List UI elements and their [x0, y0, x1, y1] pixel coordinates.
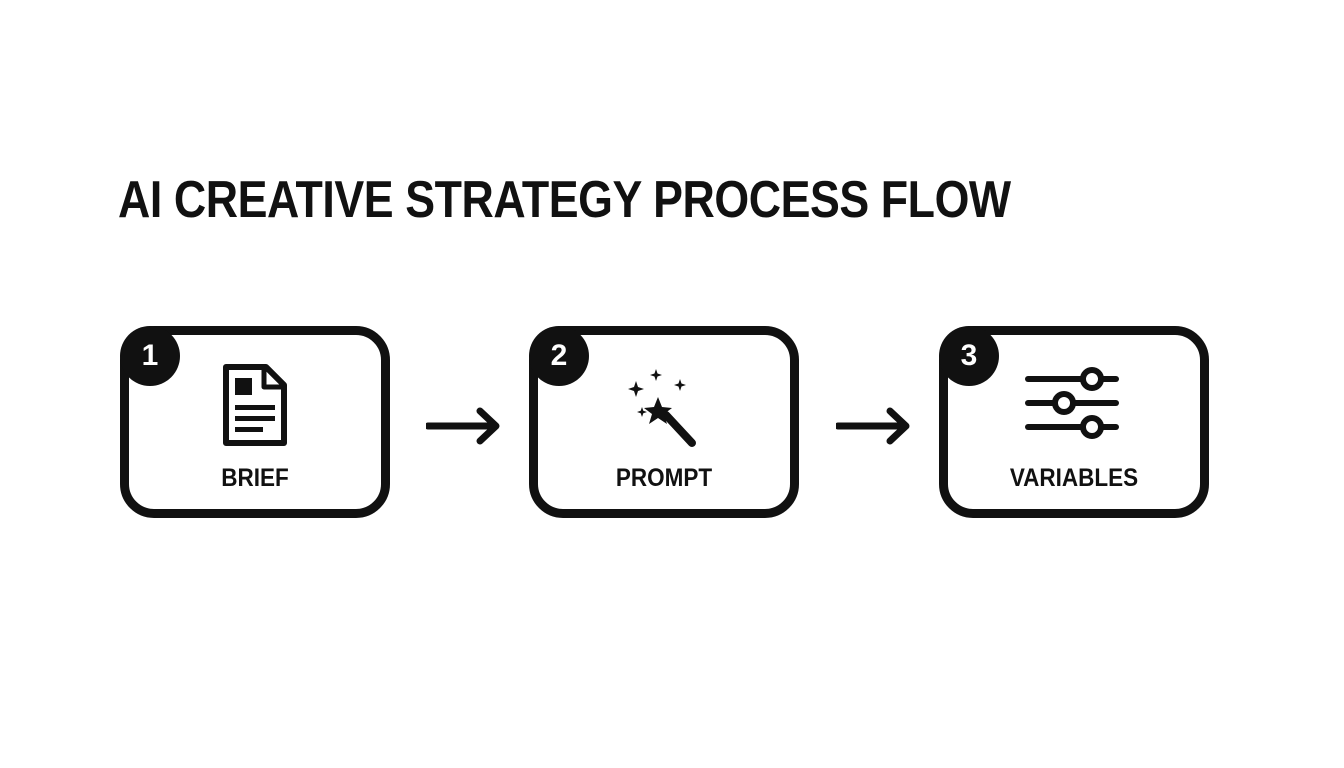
sliders-icon: [1025, 367, 1119, 439]
arrow-right-icon: [836, 407, 910, 445]
step-label: BRIEF: [221, 464, 289, 492]
step-number-badge: 2: [529, 326, 589, 386]
step-prompt: 2 PROMPT: [529, 326, 799, 518]
step-brief: 1 BRIEF: [120, 326, 390, 518]
document-icon: [223, 364, 287, 446]
diagram-title: AI CREATIVE STRATEGY PROCESS FLOW: [118, 171, 1011, 229]
arrow-right-icon: [426, 407, 500, 445]
step-number-badge: 3: [939, 326, 999, 386]
step-variables: 3 VARIABLES: [939, 326, 1209, 518]
step-label: VARIABLES: [1009, 464, 1139, 492]
step-label: PROMPT: [615, 464, 713, 492]
magic-wand-icon: [628, 369, 696, 447]
step-number-badge: 1: [120, 326, 180, 386]
